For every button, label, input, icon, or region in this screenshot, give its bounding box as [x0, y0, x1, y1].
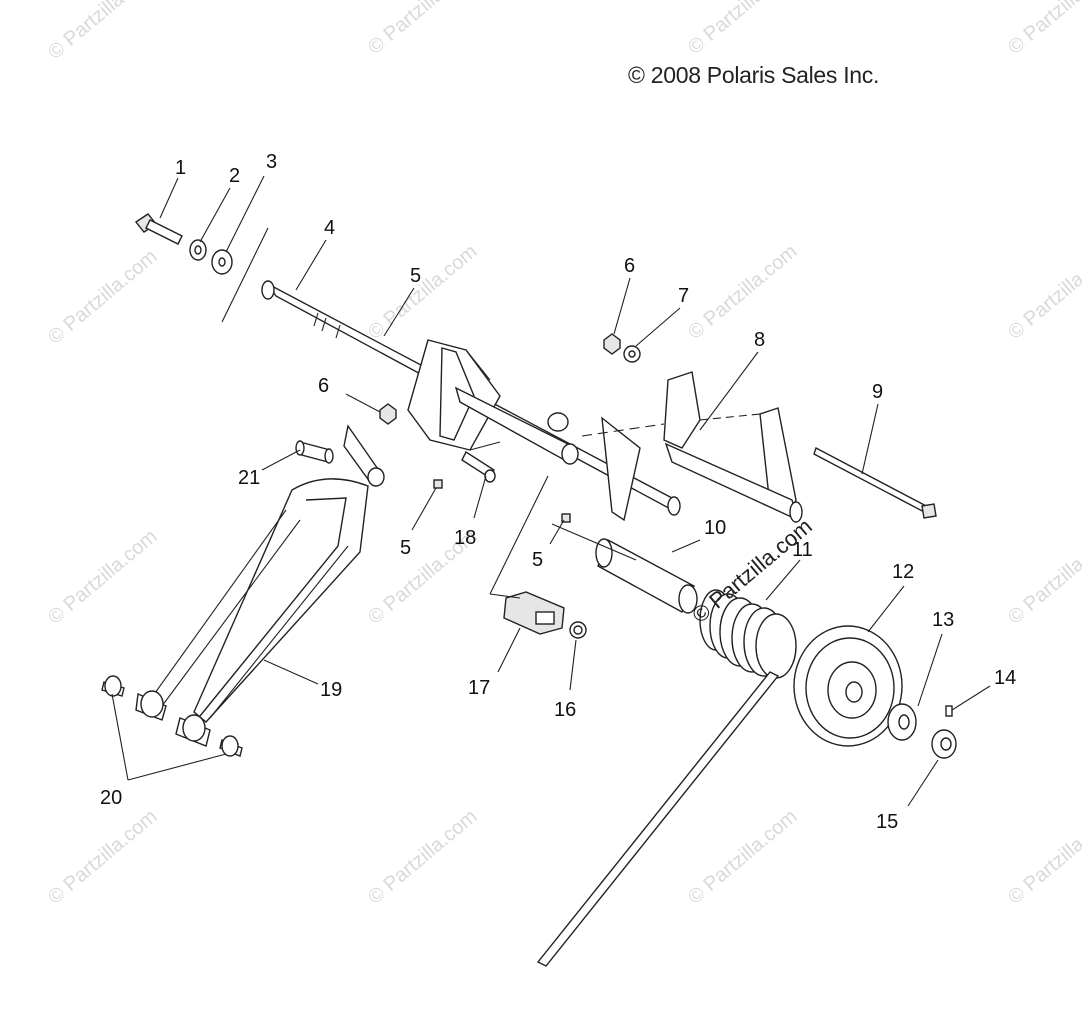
- callout-14: 14: [994, 667, 1016, 689]
- callout-6: 6: [624, 255, 635, 277]
- watermark: © Partzilla.com: [1004, 805, 1082, 908]
- watermark: © Partzilla.com: [364, 240, 481, 343]
- part-21-bushing: [295, 424, 385, 487]
- part-9-bolt: [813, 446, 937, 519]
- part-18-pin: [461, 450, 496, 483]
- part-3-washer: [211, 249, 233, 275]
- callout-9: 9: [872, 381, 883, 403]
- part-7-washer: [623, 345, 641, 363]
- leader-6b: [345, 393, 381, 413]
- watermark: © Partzilla.com: [1004, 0, 1082, 59]
- watermark: © Partzilla.com: [684, 0, 801, 59]
- callout-15: 15: [876, 811, 898, 833]
- callout-11: 11: [792, 539, 813, 561]
- part-1-bolt: [134, 213, 183, 245]
- part-14-setscrew: [945, 705, 953, 717]
- part-5-tube: [454, 386, 641, 522]
- watermark: © Partzilla.com: [364, 805, 481, 908]
- part-10-sleeve: [595, 538, 698, 614]
- callout-5: 5: [410, 265, 421, 287]
- callout-3: 3: [266, 151, 277, 173]
- callout-8: 8: [754, 329, 765, 351]
- part-19-arm: [149, 478, 369, 723]
- watermark: © Partzilla.com: [1004, 240, 1082, 343]
- leader-lines: [111, 175, 991, 807]
- callout-2: 2: [229, 165, 240, 187]
- callout-20: 20: [100, 787, 122, 809]
- callout-17: 17: [468, 677, 490, 699]
- callout-21: 21: [238, 467, 260, 489]
- callout-12: 12: [892, 561, 914, 583]
- callout-7: 7: [678, 285, 689, 307]
- watermark: © Partzilla.com: [684, 240, 801, 343]
- part-16-ring: [569, 621, 587, 639]
- part-2-washer: [189, 239, 207, 261]
- callout-5: 5: [532, 549, 543, 571]
- part-5-fitting: [433, 479, 571, 523]
- watermark: © Partzilla.com: [364, 0, 481, 59]
- callout-10: 10: [704, 517, 726, 539]
- watermark: © Partzilla.com: [684, 805, 801, 908]
- callout-16: 16: [554, 699, 576, 721]
- part-6-nut: [603, 333, 621, 355]
- callout-6: 6: [318, 375, 329, 397]
- part-17-block: [503, 591, 565, 635]
- callout-4: 4: [324, 217, 335, 239]
- callout-1: 1: [175, 157, 186, 179]
- part-20-bushing: [101, 675, 243, 757]
- callout-5: 5: [400, 537, 411, 559]
- alignment-line: [221, 227, 269, 323]
- copyright-notice: © 2008 Polaris Sales Inc.: [628, 62, 880, 88]
- callout-labels: 1 2 3 4 5 5 5 6 6 7 8 9 10 11 12 13 14 1…: [100, 151, 1016, 833]
- part-13-washer: [887, 703, 917, 741]
- watermark: © Partzilla.com: [44, 525, 161, 628]
- part-5-bracket: [407, 339, 501, 451]
- part-6-nut-lower: [379, 403, 397, 425]
- part-11-spring: [536, 589, 797, 967]
- watermark: © Partzilla.com: [44, 245, 161, 348]
- callout-13: 13: [932, 609, 954, 631]
- part-15-collar: [931, 729, 957, 759]
- callout-18: 18: [454, 527, 476, 549]
- watermark: © Partzilla.com: [44, 0, 161, 64]
- callout-19: 19: [320, 679, 342, 701]
- part-12-wheel: [793, 625, 903, 747]
- watermark: © Partzilla.com: [1004, 525, 1082, 628]
- part-8-bracket: [581, 371, 803, 523]
- watermark: © Partzilla.com: [44, 805, 161, 908]
